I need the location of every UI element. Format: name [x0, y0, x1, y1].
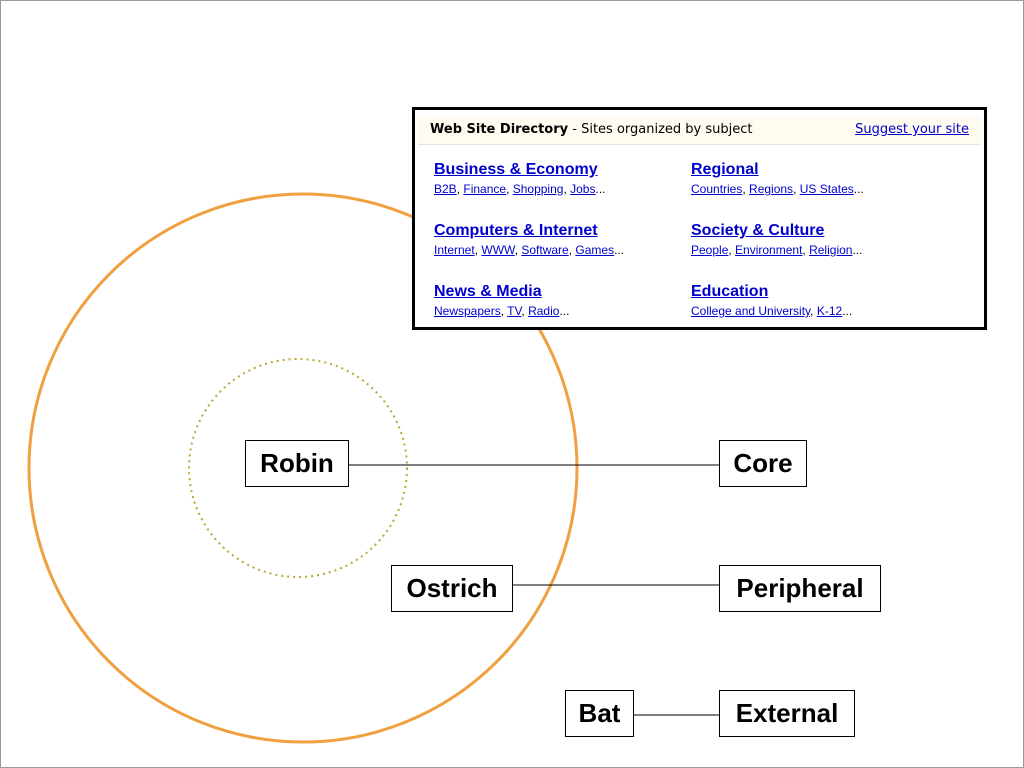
subcategory-link[interactable]: Software [521, 243, 569, 257]
category-title-link[interactable]: Regional [691, 161, 759, 178]
subcategory-link[interactable]: Environment [735, 243, 803, 257]
subcategory-link[interactable]: Internet [434, 243, 475, 257]
subcategory-link[interactable]: Shopping [512, 182, 564, 196]
subcategory-link[interactable]: TV [507, 304, 522, 318]
subcategory-list: Newspapers, TV, Radio... [434, 304, 570, 318]
subcategory-link[interactable]: College and University [691, 304, 811, 318]
directory-title: Web Site Directory - Sites organized by … [430, 122, 753, 137]
category-news-media: News & Media Newspapers, TV, Radio... [434, 283, 569, 318]
category-title-link[interactable]: Education [691, 283, 769, 300]
category-title-link[interactable]: Computers & Internet [434, 222, 598, 239]
bat-label: Bat [565, 690, 634, 737]
subcategory-link[interactable]: Games [575, 243, 615, 257]
subcategory-link[interactable]: B2B [434, 182, 457, 196]
subcategory-link[interactable]: Jobs [570, 182, 596, 196]
subcategory-link[interactable]: Religion [809, 243, 853, 257]
suggest-site-link[interactable]: Suggest your site [855, 122, 969, 137]
directory-header: Web Site Directory - Sites organized by … [418, 116, 981, 145]
category-society-culture: Society & Culture People, Environment, R… [691, 222, 862, 257]
category-title-link[interactable]: News & Media [434, 283, 542, 300]
subcategory-list: Countries, Regions, US States... [691, 182, 864, 196]
subcategory-list: Internet, WWW, Software, Games... [434, 243, 625, 257]
inner-circle [188, 358, 408, 578]
subcategory-link[interactable]: K-12 [816, 304, 843, 318]
external-label: External [719, 690, 855, 737]
subcategory-link[interactable]: Radio [528, 304, 560, 318]
category-regional: Regional Countries, Regions, US States..… [691, 161, 864, 196]
outer-circle [27, 192, 579, 744]
subcategory-link[interactable]: WWW [481, 243, 515, 257]
subcategory-list: B2B, Finance, Shopping, Jobs... [434, 182, 606, 196]
subcategory-link[interactable]: People [691, 243, 729, 257]
subcategory-list: People, Environment, Religion... [691, 243, 863, 257]
subcategory-list: College and University, K-12... [691, 304, 853, 318]
robin-label: Robin [245, 440, 349, 487]
peripheral-label: Peripheral [719, 565, 881, 612]
directory-title-bold: Web Site Directory [430, 122, 569, 137]
category-computers-internet: Computers & Internet Internet, WWW, Soft… [434, 222, 624, 257]
category-business-economy: Business & Economy B2B, Finance, Shoppin… [434, 161, 606, 196]
category-education: Education College and University, K-12..… [691, 283, 852, 318]
ostrich-label: Ostrich [391, 565, 513, 612]
subcategory-link[interactable]: Countries [691, 182, 743, 196]
subcategory-link[interactable]: Regions [749, 182, 794, 196]
core-label: Core [719, 440, 807, 487]
web-directory-panel: Web Site Directory - Sites organized by … [412, 107, 987, 330]
subcategory-link[interactable]: Finance [463, 182, 507, 196]
subcategory-link[interactable]: Newspapers [434, 304, 501, 318]
subcategory-link[interactable]: US States [799, 182, 854, 196]
category-title-link[interactable]: Society & Culture [691, 222, 825, 239]
category-title-link[interactable]: Business & Economy [434, 161, 598, 178]
directory-title-rest: - Sites organized by subject [568, 122, 753, 137]
